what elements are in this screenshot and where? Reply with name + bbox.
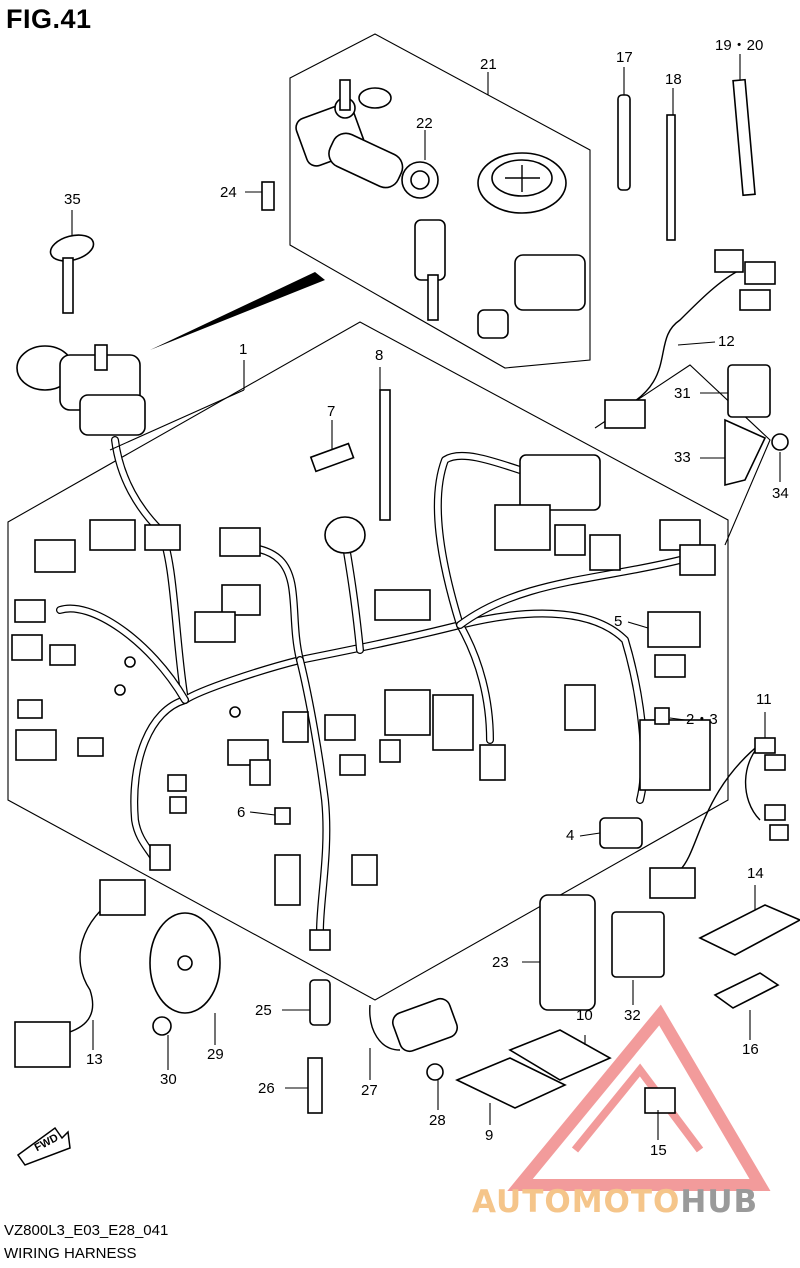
callout-8: 8 xyxy=(375,347,384,364)
callout-30: 30 xyxy=(160,1071,177,1088)
steering-lock-switch xyxy=(16,344,146,436)
drawing-caption: WIRING HARNESS xyxy=(4,1245,137,1262)
callout-22: 22 xyxy=(416,115,433,132)
drawing-code: VZ800L3_E03_E28_041 xyxy=(4,1222,169,1239)
callout-11: 11 xyxy=(756,691,772,708)
callout-1: 1 xyxy=(239,341,248,358)
callout-2-3: 2・3 xyxy=(686,711,718,728)
figure-title: FIG.41 xyxy=(6,4,92,34)
callout-31: 31 xyxy=(674,385,691,402)
callout-26: 26 xyxy=(258,1080,275,1097)
callout-15: 15 xyxy=(650,1142,667,1159)
callout-19-20: 19・20 xyxy=(715,37,764,54)
callout-28: 28 xyxy=(429,1112,446,1129)
callout-33: 33 xyxy=(674,449,691,466)
harness-connectors xyxy=(11,454,716,951)
callout-5: 5 xyxy=(614,613,623,630)
callout-14: 14 xyxy=(747,865,764,882)
callout-18: 18 xyxy=(665,71,682,88)
callout-4: 4 xyxy=(566,827,575,844)
callout-16: 16 xyxy=(742,1041,759,1058)
watermark-logo xyxy=(507,1004,771,1191)
harness-kit-frame xyxy=(7,321,729,1001)
callout-12: 12 xyxy=(718,333,735,350)
fuel-cap-lock xyxy=(477,152,567,214)
ignition-kit-frame xyxy=(289,33,591,369)
callout-21: 21 xyxy=(480,56,497,73)
watermark-part1: AUTOMOTO xyxy=(472,1184,681,1220)
leader-lines xyxy=(71,54,781,1140)
fwd-arrow xyxy=(16,1126,71,1166)
watermark-part2: HUB xyxy=(680,1184,759,1220)
callout-24: 24 xyxy=(220,184,237,201)
callout-9: 9 xyxy=(485,1127,494,1144)
key xyxy=(49,234,95,314)
callout-27: 27 xyxy=(361,1082,378,1099)
callout-7: 7 xyxy=(327,403,336,420)
pointer-wedge xyxy=(150,272,325,350)
callout-34: 34 xyxy=(772,485,789,502)
callout-29: 29 xyxy=(207,1046,224,1063)
watermark-text: AUTOMOTOHUB xyxy=(472,1184,758,1220)
callout-23: 23 xyxy=(492,954,509,971)
callout-25: 25 xyxy=(255,1002,272,1019)
callout-6: 6 xyxy=(237,804,246,821)
callout-35: 35 xyxy=(64,191,81,208)
callout-10: 10 xyxy=(576,1007,593,1024)
ignition-switch-assembly xyxy=(295,79,446,321)
callout-13: 13 xyxy=(86,1051,103,1068)
parts xyxy=(14,78,800,1114)
callout-17: 17 xyxy=(616,49,633,66)
callout-32: 32 xyxy=(624,1007,641,1024)
seat-lock xyxy=(477,254,586,339)
